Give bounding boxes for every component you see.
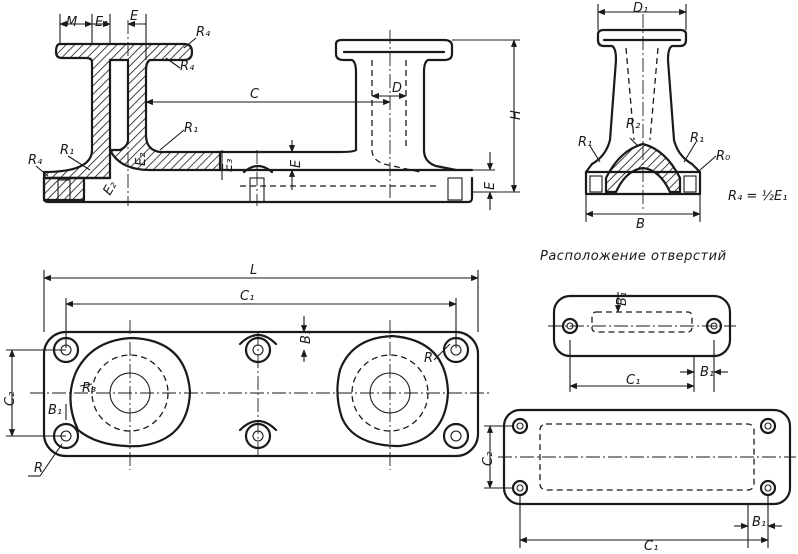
label-c: C	[250, 87, 260, 102]
label-r1-end-right: R₁	[690, 131, 704, 146]
label-h: H	[509, 110, 524, 120]
label-e-right: E	[483, 181, 498, 190]
label-r-plan-right: R	[424, 351, 433, 366]
label-d: D	[392, 81, 402, 96]
bolt-hole	[238, 333, 278, 364]
label-r4-top: R₄	[196, 25, 211, 40]
bolt-hole	[511, 479, 529, 497]
side-view-section	[35, 14, 520, 210]
label-e3: E₃	[221, 159, 236, 172]
caption-hole-layout: Расположение отверстий	[540, 249, 727, 264]
label-r0: R₀	[716, 149, 731, 164]
label-e2-bottom: E₂	[100, 179, 120, 198]
bolt-hole	[52, 422, 80, 450]
label-r1-end-left: R₁	[578, 135, 592, 150]
bolt-hole	[759, 479, 777, 497]
label-c2-large: C₂	[481, 452, 496, 466]
plan-view	[6, 270, 490, 477]
bolt-hole	[238, 419, 278, 450]
formula-r4: R₄ = ½E₁	[728, 189, 787, 204]
label-r4-mid: R₄	[180, 59, 195, 74]
label-c1-small: C₁	[626, 373, 640, 388]
label-r1-side: R₁	[184, 121, 198, 136]
label-b1-small: B₁	[615, 292, 630, 306]
label-r1-left: R₁	[60, 143, 74, 158]
bolt-hole	[511, 417, 529, 435]
end-view	[584, 4, 717, 222]
label-b1-plan-top: B₁	[299, 330, 314, 344]
hole-layout-small	[548, 292, 736, 392]
bolt-hole	[759, 417, 777, 435]
label-c2-plan: C₂	[3, 392, 18, 406]
label-e1-top: E₁	[95, 15, 108, 30]
hole-layout-large	[484, 408, 796, 548]
label-m: M	[66, 15, 77, 30]
left-post-section	[42, 42, 222, 180]
label-b1-small-right: B₁	[700, 365, 714, 380]
bolt-hole	[561, 317, 579, 335]
label-l: L	[250, 263, 257, 278]
bolt-hole	[52, 336, 80, 364]
label-d1: D₁	[633, 1, 648, 16]
label-b: B	[636, 217, 645, 232]
label-r2: R₂	[626, 117, 640, 132]
label-r-plan-left: R	[34, 461, 43, 476]
label-c1-plan: C₁	[240, 289, 254, 304]
label-r4-left: R₄	[28, 153, 43, 168]
label-c1-large: C₁	[644, 539, 658, 554]
bolt-hole	[705, 317, 723, 335]
label-e2-mid: E₂	[134, 153, 149, 166]
label-e-top: E	[130, 9, 139, 24]
label-b1-plan-left: B₁	[48, 403, 62, 418]
label-b1-large: B₁	[752, 515, 766, 530]
bolt-hole	[442, 422, 470, 450]
label-e-mid: E	[289, 159, 304, 168]
label-r3: R₃	[82, 381, 96, 396]
